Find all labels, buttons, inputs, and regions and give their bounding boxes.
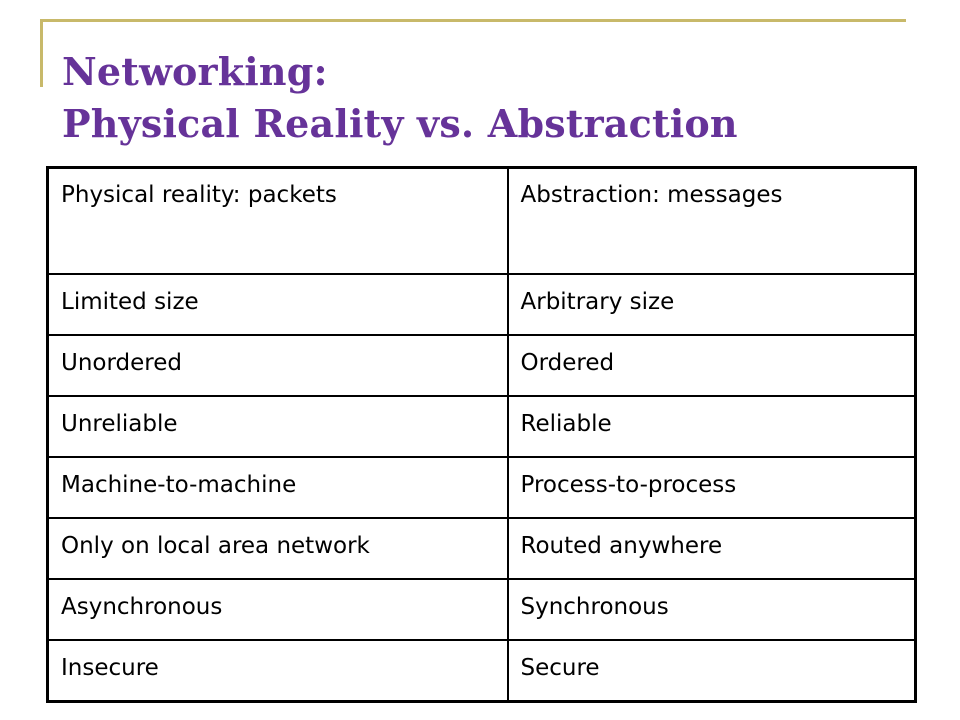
table-row: Unordered Ordered <box>46 334 917 397</box>
table-row: Machine-to-machine Process-to-process <box>46 456 917 519</box>
comparison-table: Physical reality: packets Abstraction: m… <box>46 166 917 703</box>
abstraction-cell: Routed anywhere <box>506 517 917 580</box>
physical-cell: Unreliable <box>46 395 509 458</box>
header-cell-physical: Physical reality: packets <box>46 166 509 275</box>
table-row: Asynchronous Synchronous <box>46 578 917 641</box>
accent-line-vertical <box>40 19 43 87</box>
physical-cell: Insecure <box>46 639 509 703</box>
table-row: Only on local area network Routed anywhe… <box>46 517 917 580</box>
slide-title-line-2: Physical Reality vs. Abstraction <box>62 101 738 146</box>
physical-cell: Limited size <box>46 273 509 336</box>
physical-cell: Machine-to-machine <box>46 456 509 519</box>
abstraction-cell: Ordered <box>506 334 917 397</box>
abstraction-cell: Arbitrary size <box>506 273 917 336</box>
table-row: Limited size Arbitrary size <box>46 273 917 336</box>
abstraction-cell: Reliable <box>506 395 917 458</box>
abstraction-cell: Process-to-process <box>506 456 917 519</box>
physical-cell: Unordered <box>46 334 509 397</box>
abstraction-cell: Secure <box>506 639 917 703</box>
slide-title: Networking: Physical Reality vs. Abstrac… <box>62 46 738 150</box>
abstraction-cell: Synchronous <box>506 578 917 641</box>
accent-line-horizontal <box>40 19 906 22</box>
comparison-table-container: Physical reality: packets Abstraction: m… <box>46 166 917 703</box>
slide-title-line-1: Networking: <box>62 49 328 94</box>
table-row: Insecure Secure <box>46 639 917 703</box>
table-row: Unreliable Reliable <box>46 395 917 458</box>
physical-cell: Asynchronous <box>46 578 509 641</box>
header-cell-abstraction: Abstraction: messages <box>506 166 917 275</box>
physical-cell: Only on local area network <box>46 517 509 580</box>
table-header-row: Physical reality: packets Abstraction: m… <box>46 166 917 275</box>
